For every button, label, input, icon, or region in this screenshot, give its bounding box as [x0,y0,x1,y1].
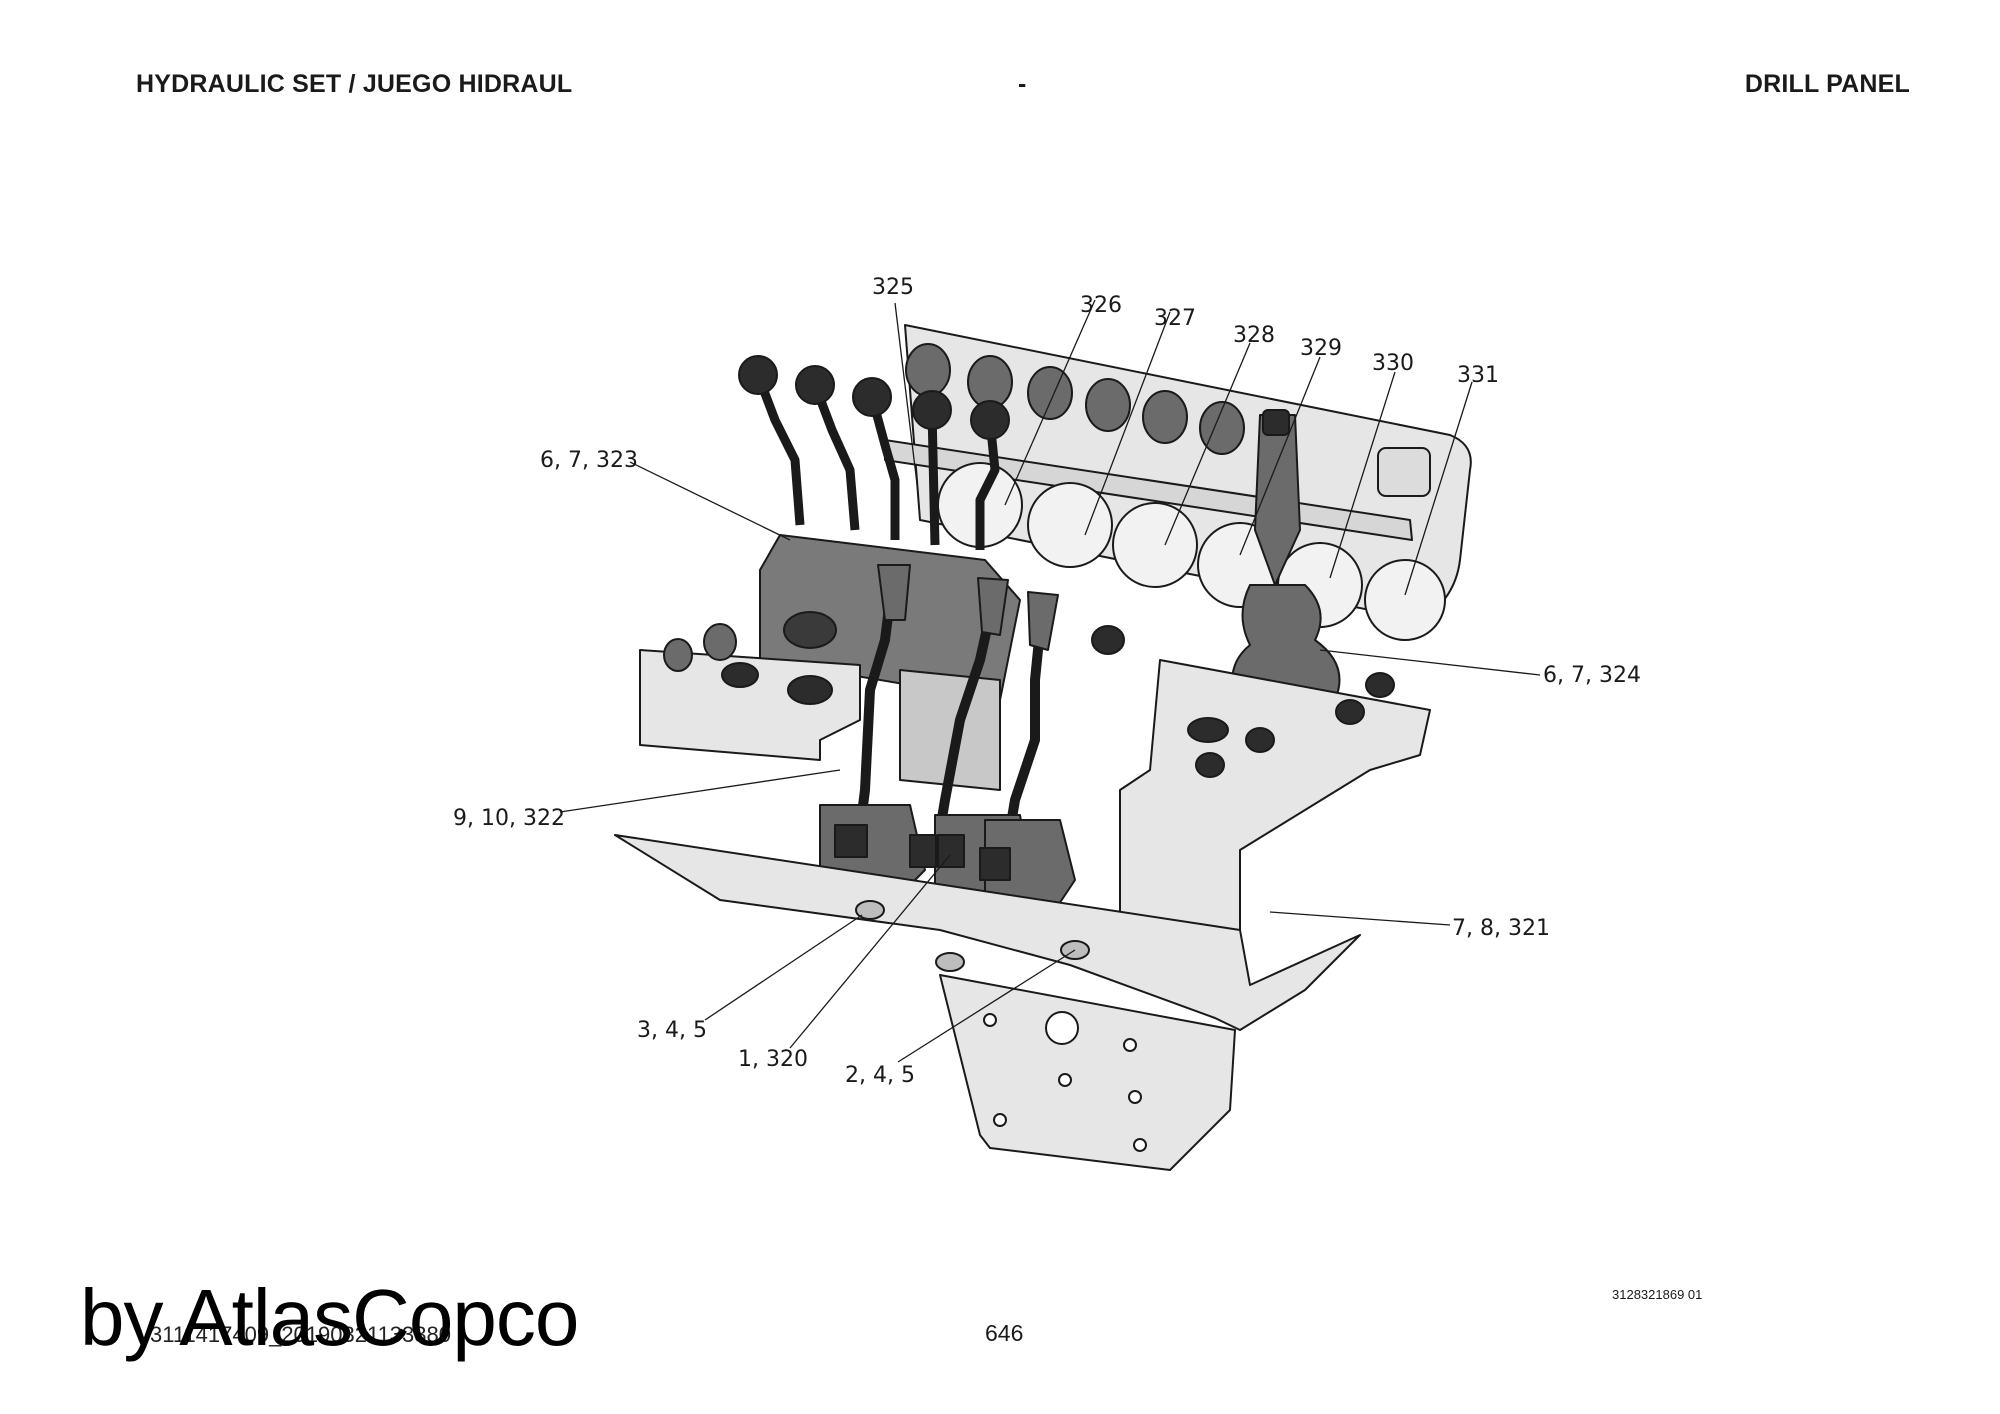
right-buttons [1187,672,1395,778]
header-title-right: DRILL PANEL [1744,70,1910,98]
callout-7-8-321: 7, 8, 321 [1452,916,1550,941]
control-blocks [819,804,1076,911]
drawing-number: 3128321869 01 [1612,1287,1703,1302]
callout-328: 328 [1233,323,1275,348]
callout-1-320: 1, 320 [738,1047,808,1072]
callout-326: 326 [1080,293,1122,318]
callout-327: 327 [1154,306,1196,331]
front-levers [855,564,1059,831]
callout-labels: 325 326 327 328 329 330 331 6, 7, 323 6,… [453,275,1641,1088]
left-levers [738,355,1010,550]
front-tray [614,834,1361,1031]
watermark: by AtlasCopco [80,1273,579,1362]
console-buttons [663,611,1125,705]
callout-6-7-324: 6, 7, 324 [1543,663,1641,688]
valve-housing [899,669,1001,791]
callout-331: 331 [1457,363,1499,388]
header-separator: - [1018,70,1027,98]
header-title-left: HYDRAULIC SET / JUEGO HIDRAUL [136,70,573,98]
callout-3-4-5: 3, 4, 5 [637,1018,707,1043]
document-code: 3111417409_20190321133380 [150,1322,451,1347]
right-side-plate [1119,659,1431,961]
callout-330: 330 [1372,351,1414,376]
callout-2-4-5: 2, 4, 5 [845,1063,915,1088]
callout-9-10-322: 9, 10, 322 [453,806,565,831]
callout-329: 329 [1300,336,1342,361]
mounting-bracket [939,974,1236,1171]
page-number: 646 [985,1320,1024,1346]
leader-lines [559,299,1541,1063]
callout-6-7-323: 6, 7, 323 [540,448,638,473]
rotary-knobs [905,343,1431,497]
callout-325: 325 [872,275,914,300]
